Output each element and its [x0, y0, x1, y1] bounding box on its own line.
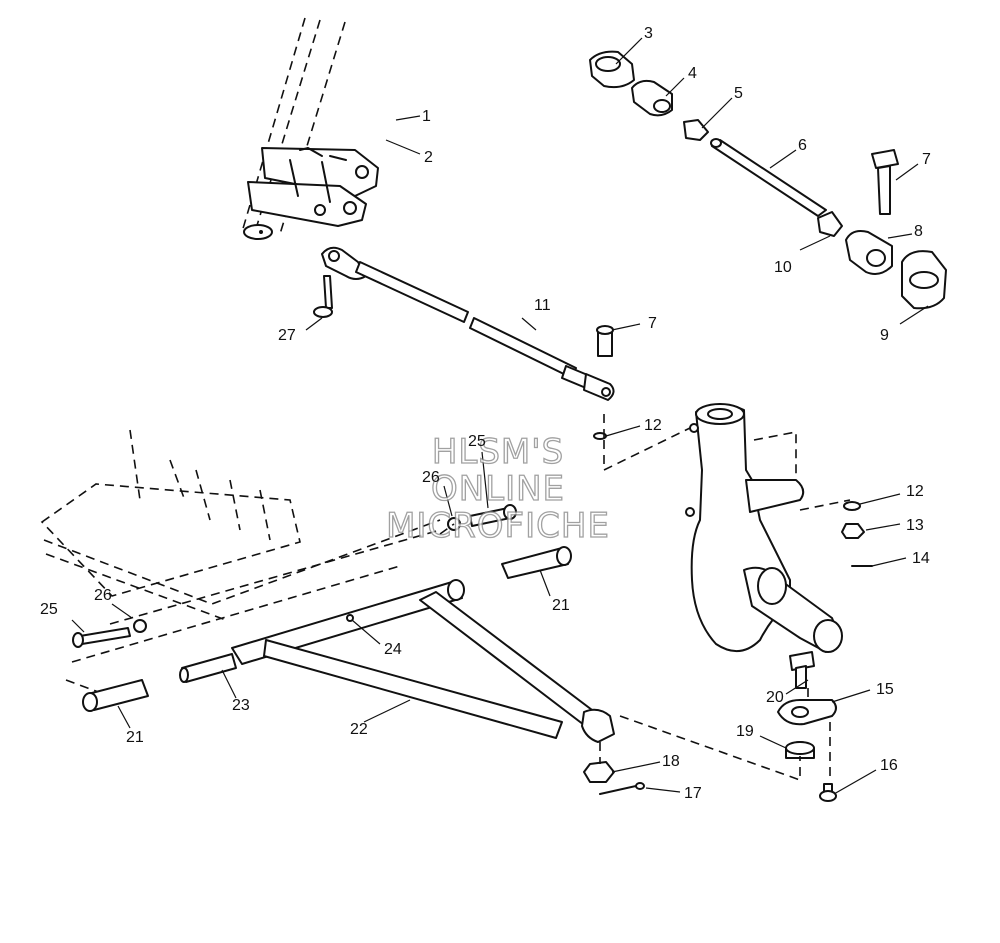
- steering-post-clamp: [247, 147, 379, 227]
- boot-19: [785, 741, 815, 759]
- bolt-25-left: [72, 619, 147, 648]
- watermark-line-3: MICROFICHE: [386, 506, 610, 546]
- callout-3: 3: [644, 25, 653, 42]
- callout-17: 17: [684, 785, 702, 802]
- pivot-pin-21-right: [501, 546, 572, 579]
- bolt-16: [819, 783, 837, 802]
- a-arm-shaft-23: [179, 653, 237, 683]
- callout-22: 22: [350, 721, 368, 738]
- callout-10: 10: [774, 259, 792, 276]
- callout-18: 18: [662, 753, 680, 770]
- tie-rod: [321, 246, 615, 401]
- bolt-7-upper: [871, 149, 899, 215]
- callout-27: 27: [278, 327, 296, 344]
- callout-2: 2: [424, 149, 433, 166]
- washers-12-13: [593, 432, 873, 567]
- callout-11: 11: [534, 297, 551, 314]
- callout-13: 13: [906, 517, 924, 534]
- callout-12-left: 12: [644, 417, 662, 434]
- leader-lines: [71, 37, 929, 795]
- callout-20: 20: [766, 689, 784, 706]
- callout-5: 5: [734, 85, 743, 102]
- callout-21-right: 21: [552, 597, 570, 614]
- callout-24: 24: [384, 641, 402, 658]
- callout-16: 16: [880, 757, 898, 774]
- tie-rod-assembly-exploded: [589, 50, 947, 310]
- callout-15: 15: [876, 681, 894, 698]
- callout-1: 1: [422, 108, 431, 125]
- ball-joint-nut-18: [583, 761, 615, 783]
- watermark: HLSM'S ONLINE MICROFICHE: [385, 431, 610, 546]
- assembly-lines: [439, 414, 851, 782]
- steering-knuckle: [685, 403, 843, 653]
- callout-26-upper: 26: [422, 469, 440, 486]
- callout-12-right: 12: [906, 483, 924, 500]
- callout-26-left: 26: [94, 587, 112, 604]
- callout-14: 14: [912, 550, 930, 567]
- callout-7-upper: 7: [922, 151, 931, 168]
- callout-7-lower: 7: [648, 315, 657, 332]
- callout-labels: 1 2 3 4 5 6 7 8 9 10 11 7 27 12 12 13 14…: [40, 25, 931, 802]
- bolt-25-right: [447, 504, 517, 531]
- callout-9: 9: [880, 327, 889, 344]
- callout-4: 4: [688, 65, 697, 82]
- callout-25-left: 25: [40, 601, 58, 618]
- watermark-line-1: HLSM'S: [432, 432, 564, 472]
- pin-7-lower: [596, 325, 614, 357]
- tie-rod-end-bolt: [313, 275, 333, 318]
- bracket-15: [777, 699, 837, 726]
- watermark-line-2: ONLINE: [431, 469, 565, 509]
- a-arm: [231, 579, 615, 743]
- callout-23: 23: [232, 697, 250, 714]
- callout-8: 8: [914, 223, 923, 240]
- pivot-pin-21-left: [82, 679, 149, 712]
- callout-6: 6: [798, 137, 807, 154]
- callout-19: 19: [736, 723, 754, 740]
- cotter-pin-17: [599, 782, 645, 795]
- callout-21-left: 21: [126, 729, 144, 746]
- bolt-20: [789, 651, 815, 689]
- callout-25-upper: 25: [468, 433, 486, 450]
